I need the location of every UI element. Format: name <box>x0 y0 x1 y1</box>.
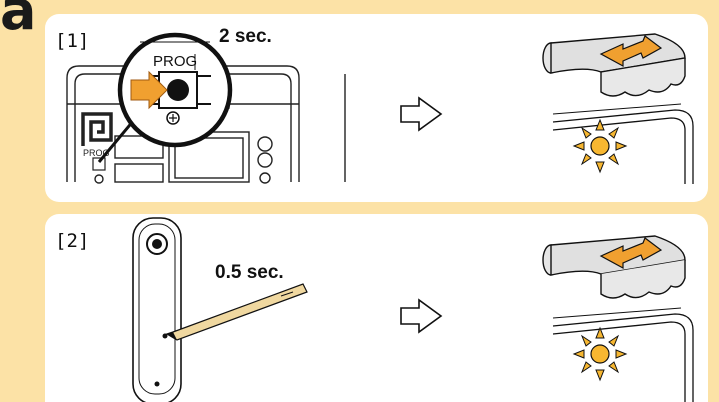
press-arrow-icon <box>130 70 168 110</box>
step-1-panel: PROG PROG <box>45 14 708 202</box>
stylus-icon <box>165 283 308 341</box>
flashing-light-icon <box>552 307 694 402</box>
step-1-label: [1] <box>55 30 90 52</box>
awning-icon <box>542 33 686 97</box>
step-2-duration: 0.5 sec. <box>215 262 284 283</box>
step-1-illustration: PROG PROG <box>66 32 694 184</box>
section-letter: a <box>0 0 37 42</box>
step-1-duration: 2 sec. <box>219 26 272 47</box>
awning-icon <box>542 235 686 299</box>
remote-control-icon <box>132 217 182 402</box>
flashing-light-icon <box>552 103 694 184</box>
step-2-label: [2] <box>55 230 90 252</box>
board-prog-label: PROG <box>83 148 110 158</box>
magnifier-lens <box>97 32 233 163</box>
step-2-panel: [2] 0.5 sec. <box>45 214 708 402</box>
right-arrow-icon <box>400 96 443 132</box>
right-arrow-icon <box>400 298 443 334</box>
magnified-prog-label: PROG <box>153 53 197 70</box>
step-2-illustration <box>132 217 694 402</box>
